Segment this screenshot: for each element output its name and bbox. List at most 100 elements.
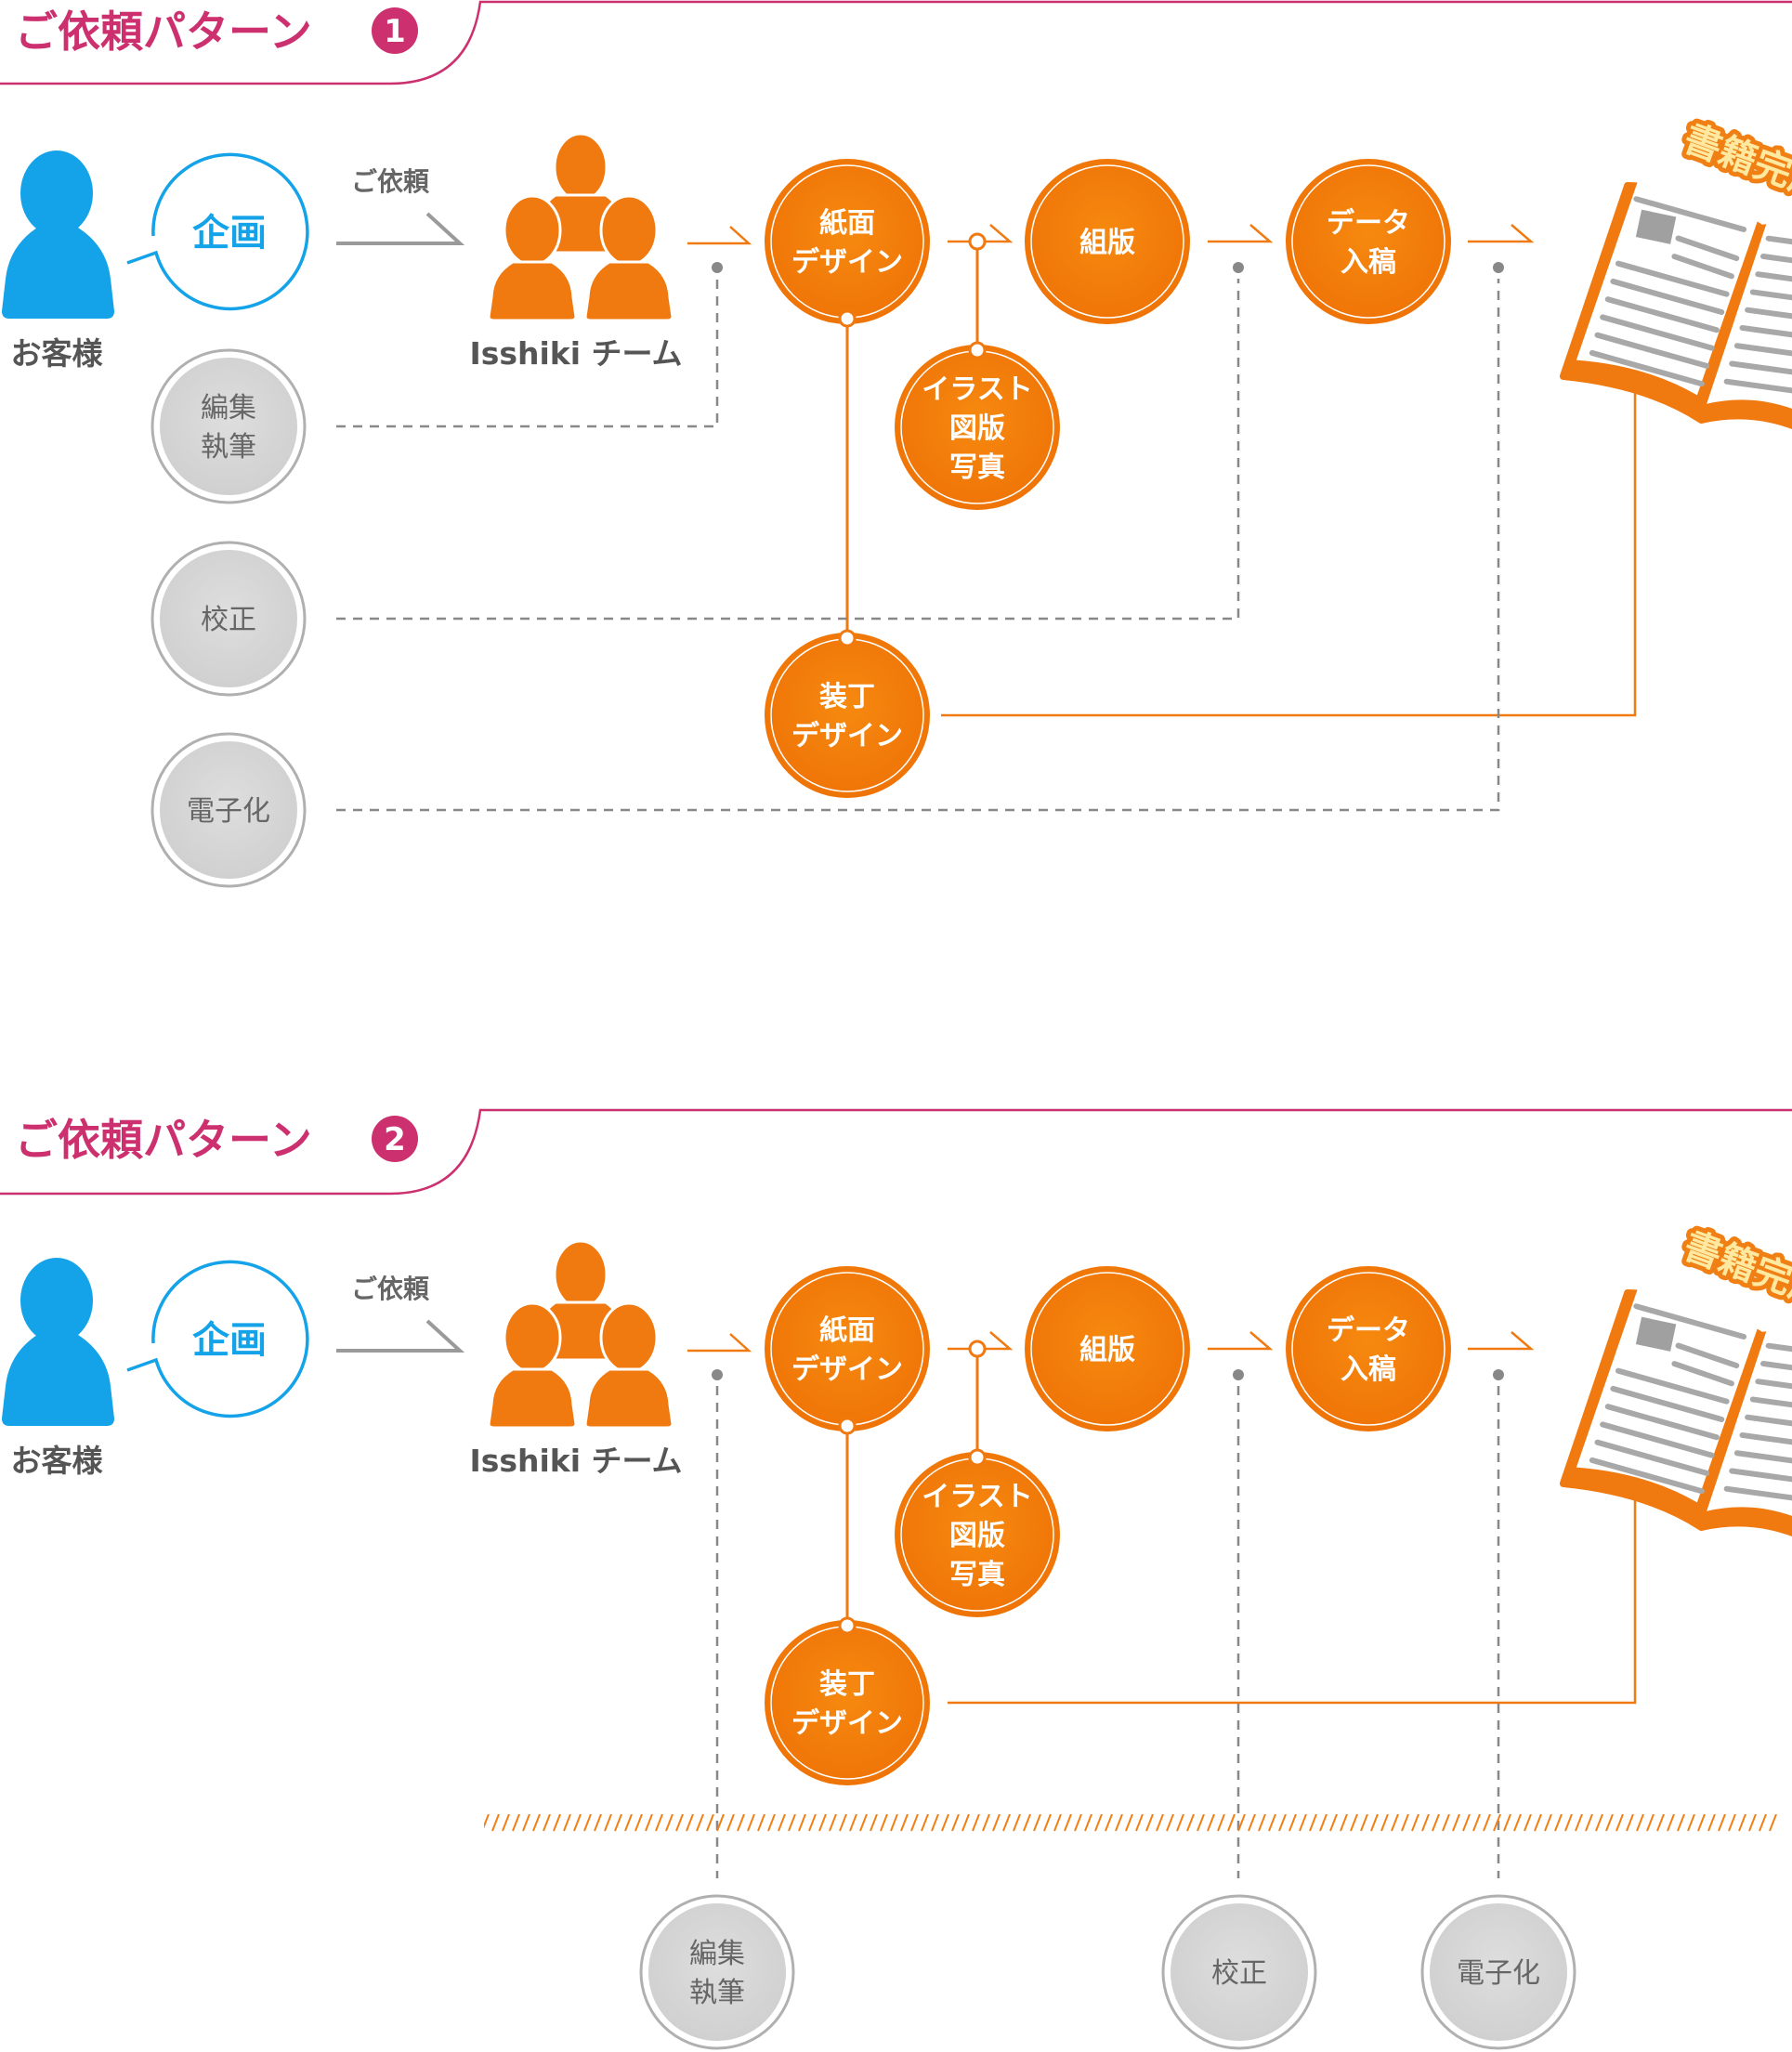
node-label: 紙面 — [819, 207, 875, 240]
book-icon — [1559, 1286, 1792, 1553]
node-label: デザイン — [791, 720, 903, 752]
node-label: 図版 — [949, 412, 1005, 445]
number-badge-text: 2 — [384, 1121, 406, 1158]
node-circle — [895, 345, 1060, 510]
planning-bubble: 企画 — [126, 1260, 309, 1418]
task-label: 編集 — [201, 392, 256, 425]
connector-node — [838, 629, 857, 647]
section-header: ご依頼パターン 2 — [0, 1108, 1792, 1196]
link-dot — [1233, 262, 1244, 273]
flow-arrow — [687, 1333, 752, 1353]
request-arrow — [336, 212, 465, 245]
flow-arrow — [948, 224, 1014, 243]
number-badge-text: 1 — [384, 13, 406, 50]
team-icon — [487, 132, 674, 322]
flow-arrow — [948, 1331, 1014, 1351]
connector-node — [968, 1448, 987, 1467]
node-label: 装丁 — [819, 1668, 875, 1701]
node-circle — [1286, 159, 1451, 324]
dashed-link-proofreading — [336, 279, 1240, 621]
node-circle — [765, 1620, 930, 1785]
node-label: デザイン — [791, 246, 903, 279]
section-title: ご依頼パターン — [15, 1115, 312, 1165]
flow-node-typesetting: 組版 — [1025, 1266, 1190, 1431]
node-circle — [895, 1452, 1060, 1617]
node-circle — [765, 159, 930, 324]
node-label: 紙面 — [819, 1314, 875, 1347]
planning-label: 企画 — [192, 212, 267, 255]
link-dot — [712, 1369, 723, 1380]
link-dot — [1493, 1369, 1504, 1380]
connector-node — [838, 1616, 857, 1635]
customer-label: お客様 — [11, 335, 104, 372]
request-label: ご依頼 — [351, 166, 430, 197]
planning-label: 企画 — [192, 1319, 267, 1362]
customer-label: お客様 — [11, 1443, 104, 1479]
team-label: Isshiki チーム — [469, 335, 682, 372]
node-label: 装丁 — [819, 681, 875, 713]
flow-arrow — [1468, 1331, 1535, 1351]
section-title: ご依頼パターン — [15, 7, 312, 57]
client-task-digitization: 電子化 — [1420, 1894, 1576, 2050]
dashed-link-digitization — [336, 279, 1500, 812]
team-icon — [487, 1239, 674, 1430]
node-label: イラスト — [922, 1481, 1032, 1513]
section-header: ご依頼パターン 1 — [0, 0, 1792, 85]
node-label: デザイン — [791, 1707, 903, 1740]
client-task-digitization: 電子化 — [150, 732, 307, 888]
customer-icon — [2, 150, 114, 319]
task-label: 電子化 — [187, 795, 270, 828]
node-label: 写真 — [949, 451, 1005, 484]
team-label: Isshiki チーム — [469, 1443, 682, 1479]
link-dot — [712, 262, 723, 273]
client-task-proofreading: 校正 — [1161, 1894, 1317, 2050]
node-label: データ — [1327, 207, 1410, 240]
flow-node-typesetting: 組版 — [1025, 159, 1190, 324]
node-label: 写真 — [949, 1559, 1005, 1591]
connector-node — [968, 341, 987, 359]
flow-arrow — [1468, 224, 1535, 243]
node-circle — [765, 633, 930, 798]
node-label: 組版 — [1079, 227, 1135, 259]
number-badge — [372, 7, 418, 54]
request-label: ご依頼 — [351, 1274, 430, 1304]
link-dot — [1233, 1369, 1244, 1380]
client-task-proofreading: 校正 — [150, 541, 307, 697]
book-icon — [1559, 178, 1792, 446]
pattern-1: ご依頼パターン 1 お客様 企画 ご依頼 Isshiki チーム — [0, 0, 1792, 888]
task-label: 電子化 — [1457, 1957, 1540, 1990]
planning-bubble: 企画 — [126, 152, 309, 311]
outsourcing-divider — [484, 1814, 1779, 1832]
node-circle — [1286, 1266, 1451, 1431]
connector-node — [838, 1417, 857, 1435]
flow-arrow — [1208, 224, 1274, 243]
completed-book: 書籍完成! — [1559, 1220, 1792, 1553]
task-label: 校正 — [201, 604, 256, 636]
connector-node — [838, 309, 857, 328]
task-label: 執筆 — [201, 431, 256, 464]
task-label: 編集 — [689, 1938, 745, 1970]
node-label: 図版 — [949, 1520, 1005, 1552]
node-circle — [765, 1266, 930, 1431]
node-circle — [1025, 1266, 1190, 1431]
pattern-2: ご依頼パターン 2 お客様 企画 ご依頼 — [0, 1108, 1792, 2050]
node-circle — [1025, 159, 1190, 324]
node-label: デザイン — [791, 1353, 903, 1386]
connector-node — [968, 1340, 987, 1358]
node-label: イラスト — [922, 373, 1032, 406]
node-label: 入稿 — [1341, 246, 1396, 279]
